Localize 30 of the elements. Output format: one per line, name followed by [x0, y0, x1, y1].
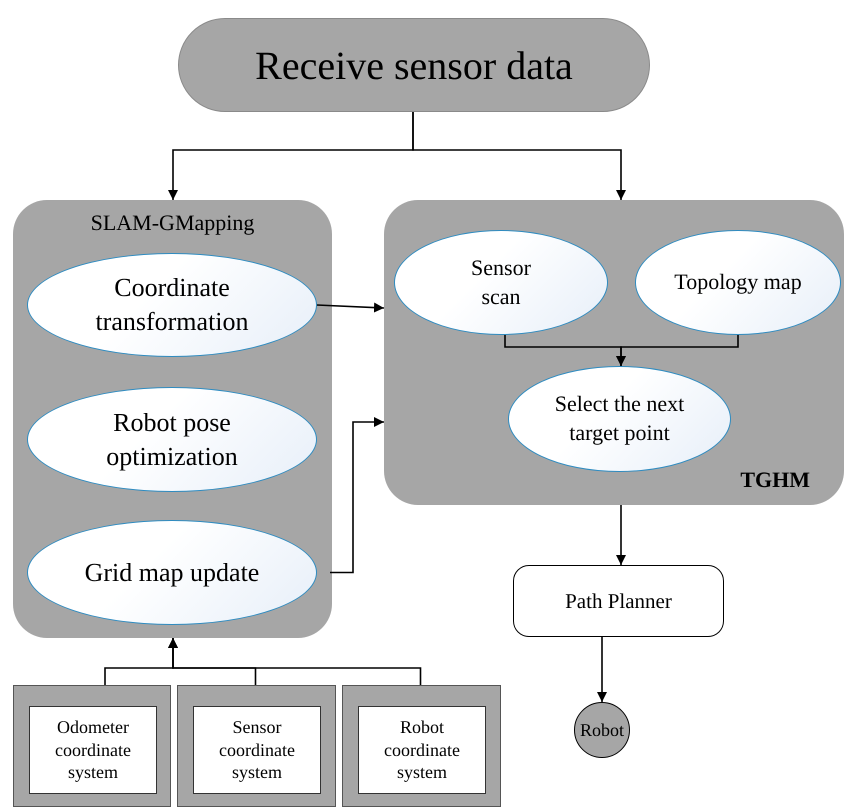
node-label: Grid map update	[84, 556, 260, 589]
panel-title: TGHM	[740, 467, 810, 493]
process-box	[513, 565, 724, 637]
arrow	[616, 335, 739, 366]
group-panel	[384, 200, 844, 505]
process-box	[29, 706, 157, 794]
node-label: Coordinate transformation	[94, 272, 250, 338]
frame-box	[13, 685, 171, 807]
panel-title: SLAM-GMapping	[90, 210, 256, 236]
frame-box	[342, 685, 501, 807]
node-label: Robot coordinate system	[383, 716, 461, 784]
node-label: Topology map	[674, 268, 802, 296]
arrow	[412, 112, 626, 200]
arrow	[597, 637, 607, 702]
node-label: Robot pose optimization	[105, 406, 239, 472]
process-box	[193, 706, 321, 794]
frame-box	[177, 685, 336, 807]
node-label: Odometer coordinate system	[54, 716, 132, 784]
node-label: Select the next target point	[554, 390, 686, 447]
node-label: Path Planner	[565, 588, 672, 614]
arrow	[330, 417, 384, 574]
arrow	[168, 638, 422, 685]
node-label: Receive sensor data	[255, 42, 573, 88]
arrow	[616, 505, 626, 565]
node-label: Sensor scan	[470, 254, 532, 310]
node-label: Robot	[580, 720, 624, 740]
node-label: Sensor coordinate system	[218, 716, 296, 784]
group-panel	[13, 200, 332, 638]
process-box	[358, 706, 486, 794]
arrow	[316, 302, 384, 313]
